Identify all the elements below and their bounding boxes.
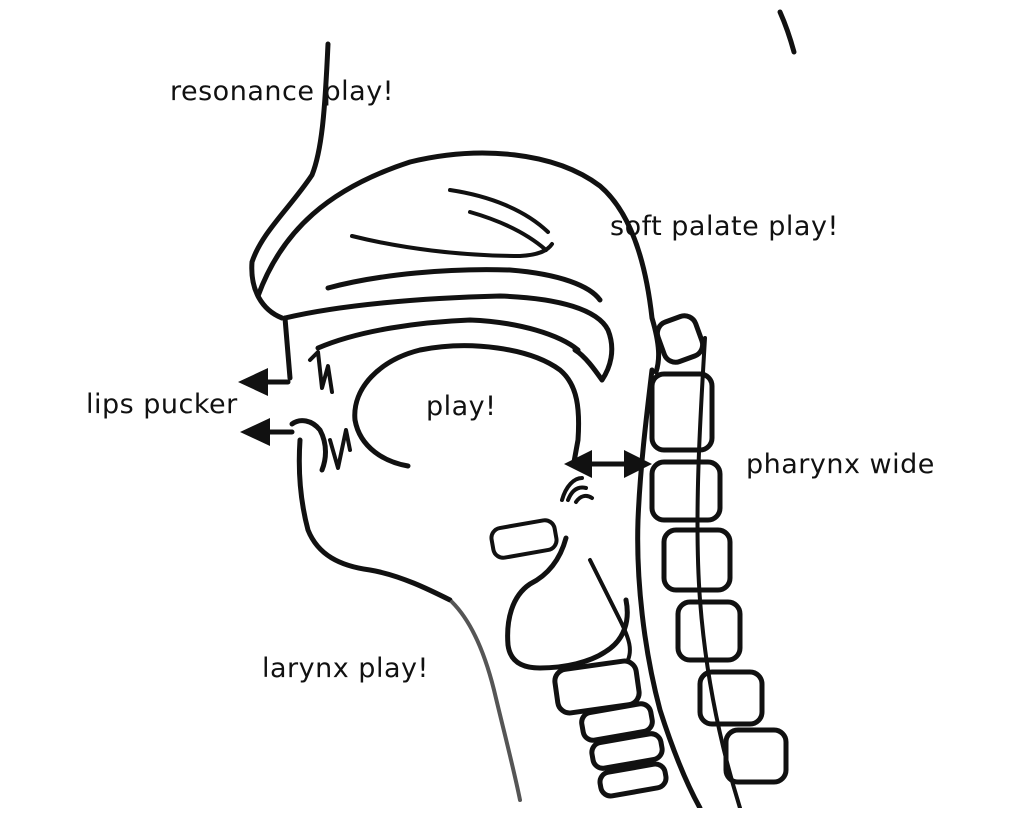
pharynx-label: pharynx wide <box>746 449 935 480</box>
larynx-label: larynx play! <box>262 653 429 684</box>
thyroid-inner <box>590 560 630 660</box>
lips-arrow-upper-head <box>238 368 268 396</box>
vertebra-c3 <box>652 462 720 520</box>
nasal-cavity-outline <box>258 153 659 372</box>
upper-lip <box>285 318 290 378</box>
spinal-cord-line <box>697 338 740 808</box>
lips-arrow-lower-head <box>240 418 270 446</box>
epiglottis <box>562 478 592 502</box>
vertebra-c5 <box>678 602 740 660</box>
tongue-label: play! <box>426 391 497 422</box>
soft-palate-label: soft palate play! <box>610 211 839 242</box>
pharynx-arrow-left-head <box>564 450 592 478</box>
nasal-turbinate-2 <box>470 212 546 250</box>
upper-teeth <box>310 352 332 392</box>
lower-teeth <box>330 430 350 468</box>
nasal-turbinate-1 <box>450 190 548 232</box>
back-of-head-stroke <box>780 12 794 52</box>
vertebra-c7 <box>726 730 786 782</box>
hyoid-bone <box>490 519 558 560</box>
vertebra-c1 <box>654 312 706 365</box>
resonance-label: resonance play! <box>170 76 394 107</box>
pharynx-arrow-right-head <box>624 450 652 478</box>
lips-label: lips pucker <box>86 389 238 420</box>
nasal-turbinate-3 <box>352 236 552 256</box>
